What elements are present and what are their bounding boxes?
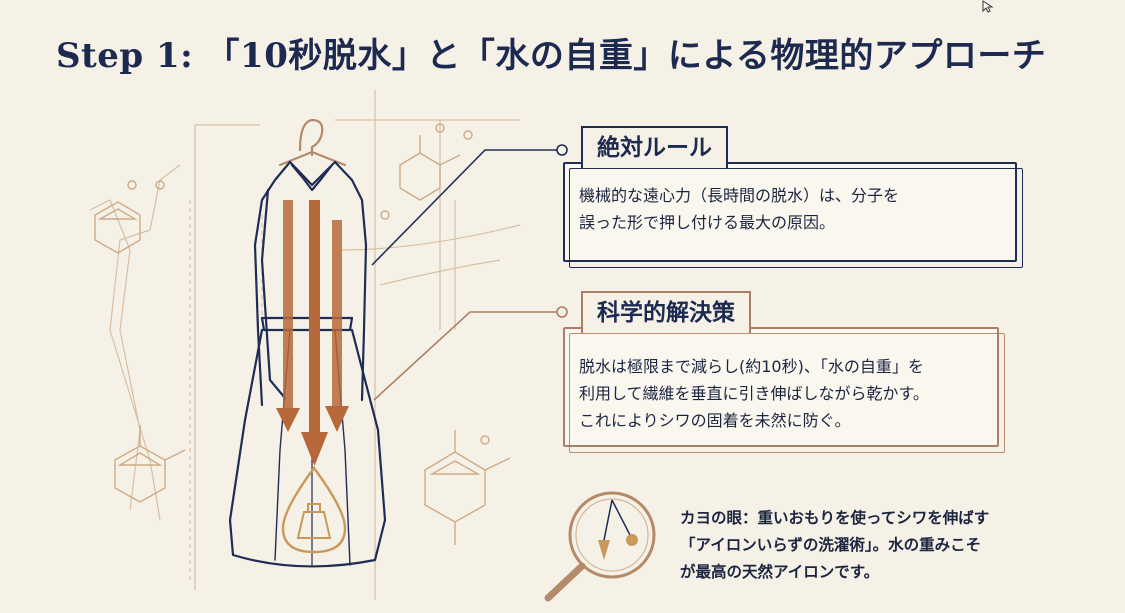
scientific-solution-card: 科学的解決策 脱水は極限まで減らし(約10秒)、「水の自重」を 利用して繊維を垂… bbox=[563, 291, 1005, 453]
water-drop-weight-icon bbox=[281, 465, 347, 554]
card-line: これによりシワの固着を未然に防ぐ。 bbox=[579, 411, 851, 430]
kayo-tip: カヨの眼：重いおもりを使ってシワを伸ばす 「アイロンいらずの洗濯術」。水の重みこ… bbox=[680, 505, 1060, 586]
card-heading: 科学的解決策 bbox=[581, 291, 751, 333]
connector-lines-2 bbox=[373, 306, 568, 401]
card-line: 利用して繊維を垂直に引き伸ばしながら乾かす。 bbox=[579, 384, 929, 403]
molecule-structure-icon bbox=[94, 123, 511, 545]
card-frame-shadow bbox=[569, 333, 1005, 453]
page-title: Step 1: 「10秒脱水」と「水の自重」による物理的アプローチ bbox=[56, 36, 1047, 76]
mouse-cursor-icon bbox=[982, 0, 994, 13]
card-line: 機械的な遠心力（長時間の脱水）は、分子を bbox=[579, 186, 900, 205]
card-line: 脱水は極限まで減らし(約10秒)、「水の自重」を bbox=[579, 357, 924, 376]
card-frame-shadow bbox=[569, 168, 1023, 268]
card-line: 誤った形で押し付ける最大の原因。 bbox=[579, 213, 836, 232]
tip-line: が最高の天然アイロンです。 bbox=[680, 563, 880, 581]
card-frame bbox=[563, 162, 1017, 262]
card-body: 機械的な遠心力（長時間の脱水）は、分子を 誤った形で押し付ける最大の原因。 bbox=[579, 182, 999, 236]
absolute-rule-card: 絶対ルール 機械的な遠心力（長時間の脱水）は、分子を 誤った形で押し付ける最大の… bbox=[563, 126, 1023, 268]
magnifier-pendulum-icon bbox=[544, 491, 656, 602]
connector-lines bbox=[371, 144, 568, 266]
dress-on-hanger-icon bbox=[228, 118, 387, 568]
sewing-pattern-lines bbox=[89, 90, 521, 600]
card-body: 脱水は極限まで減らし(約10秒)、「水の自重」を 利用して繊維を垂直に引き伸ばし… bbox=[579, 353, 981, 434]
tip-line: 「アイロンいらずの洗濯術」。水の重みこそ bbox=[680, 536, 982, 554]
tip-line: カヨの眼：重いおもりを使ってシワを伸ばす bbox=[680, 509, 990, 527]
downward-arrows bbox=[276, 200, 349, 466]
card-frame bbox=[563, 327, 999, 447]
card-heading: 絶対ルール bbox=[581, 126, 728, 168]
